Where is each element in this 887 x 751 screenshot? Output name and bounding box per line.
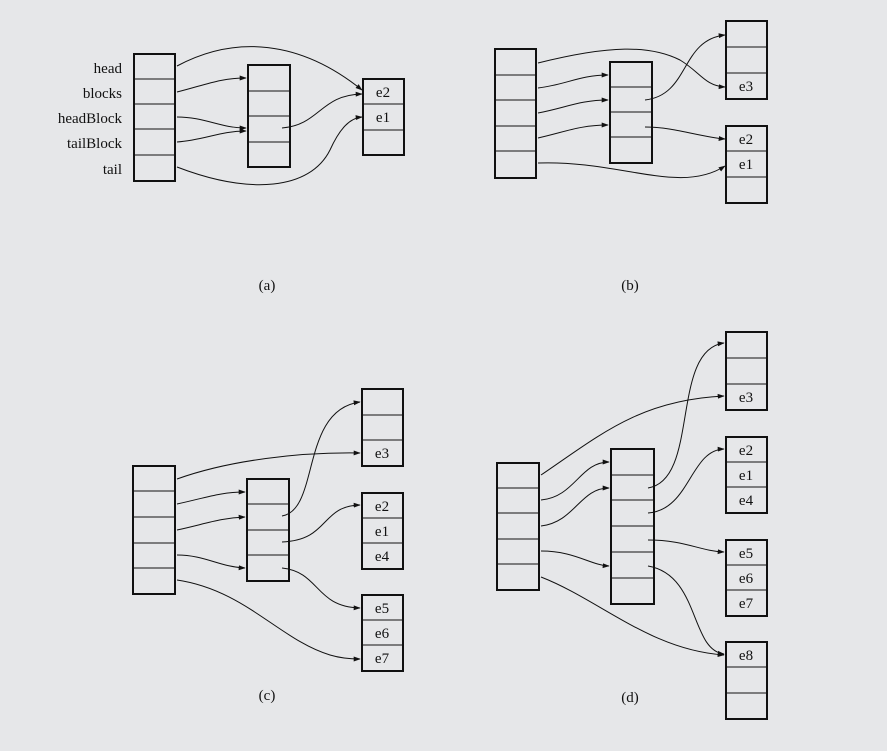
pointer-arrows (176, 400, 361, 662)
panel-a: head blocks headBlock tailBlock tail e2 … (58, 46, 405, 294)
data-block: e5 e6 e7 (725, 539, 768, 617)
deque-object-box (133, 53, 176, 182)
data-block: e5 e6 e7 (361, 594, 404, 672)
panel-d: e3 e2 e1 e4 e5 e6 e7 e8 (496, 331, 768, 720)
deque-object-box (496, 462, 540, 591)
panel-label: (b) (621, 278, 639, 294)
block-cell: e1 (375, 524, 389, 540)
block-cell: e1 (376, 110, 390, 126)
deque-object-box (132, 465, 176, 595)
block-cell: e4 (375, 549, 390, 565)
block-cell: e3 (739, 79, 753, 95)
field-label-headblock: headBlock (58, 111, 123, 127)
block-cell: e7 (739, 596, 754, 612)
panel-b: e3 e2 e1 (b) (494, 20, 768, 294)
block-cell: e1 (739, 157, 753, 173)
block-cell: e3 (739, 390, 753, 406)
panel-label: (a) (259, 278, 276, 294)
block-cell: e6 (375, 626, 390, 642)
data-block: e2 e1 (725, 125, 768, 204)
block-map-box (247, 64, 291, 168)
block-cell: e1 (739, 468, 753, 484)
block-cell: e3 (375, 446, 389, 462)
block-cell: e6 (739, 571, 754, 587)
panel-label: (c) (259, 688, 276, 704)
field-label-tail: tail (103, 162, 122, 178)
panel-label: (d) (621, 690, 639, 706)
pointer-arrows (537, 33, 726, 178)
block-cell: e8 (739, 648, 753, 664)
pointer-arrows (176, 46, 363, 186)
data-block: e2 e1 e4 (361, 492, 404, 570)
block-map-box (610, 448, 655, 605)
deque-object-box (494, 48, 537, 179)
block-cell: e4 (739, 493, 754, 509)
block-cell: e5 (375, 601, 389, 617)
field-label-tailblock: tailBlock (67, 136, 122, 152)
block-map-box (246, 478, 290, 582)
data-block: e3 (725, 331, 768, 411)
block-cell: e2 (376, 85, 390, 101)
block-cell: e2 (739, 443, 753, 459)
field-label-blocks: blocks (83, 86, 122, 102)
pointer-arrows (540, 341, 725, 658)
data-block: e2 e1 (362, 78, 405, 156)
block-cell: e2 (375, 499, 389, 515)
block-cell: e5 (739, 546, 753, 562)
data-block: e8 (725, 641, 768, 720)
panel-c: e3 e2 e1 e4 e5 e6 e7 (c (132, 388, 404, 704)
block-cell: e2 (739, 132, 753, 148)
block-map-box (609, 61, 653, 164)
data-block: e3 (361, 388, 404, 467)
block-cell: e7 (375, 651, 390, 667)
field-label-head: head (94, 61, 123, 77)
data-block: e2 e1 e4 (725, 436, 768, 514)
data-block: e3 (725, 20, 768, 100)
